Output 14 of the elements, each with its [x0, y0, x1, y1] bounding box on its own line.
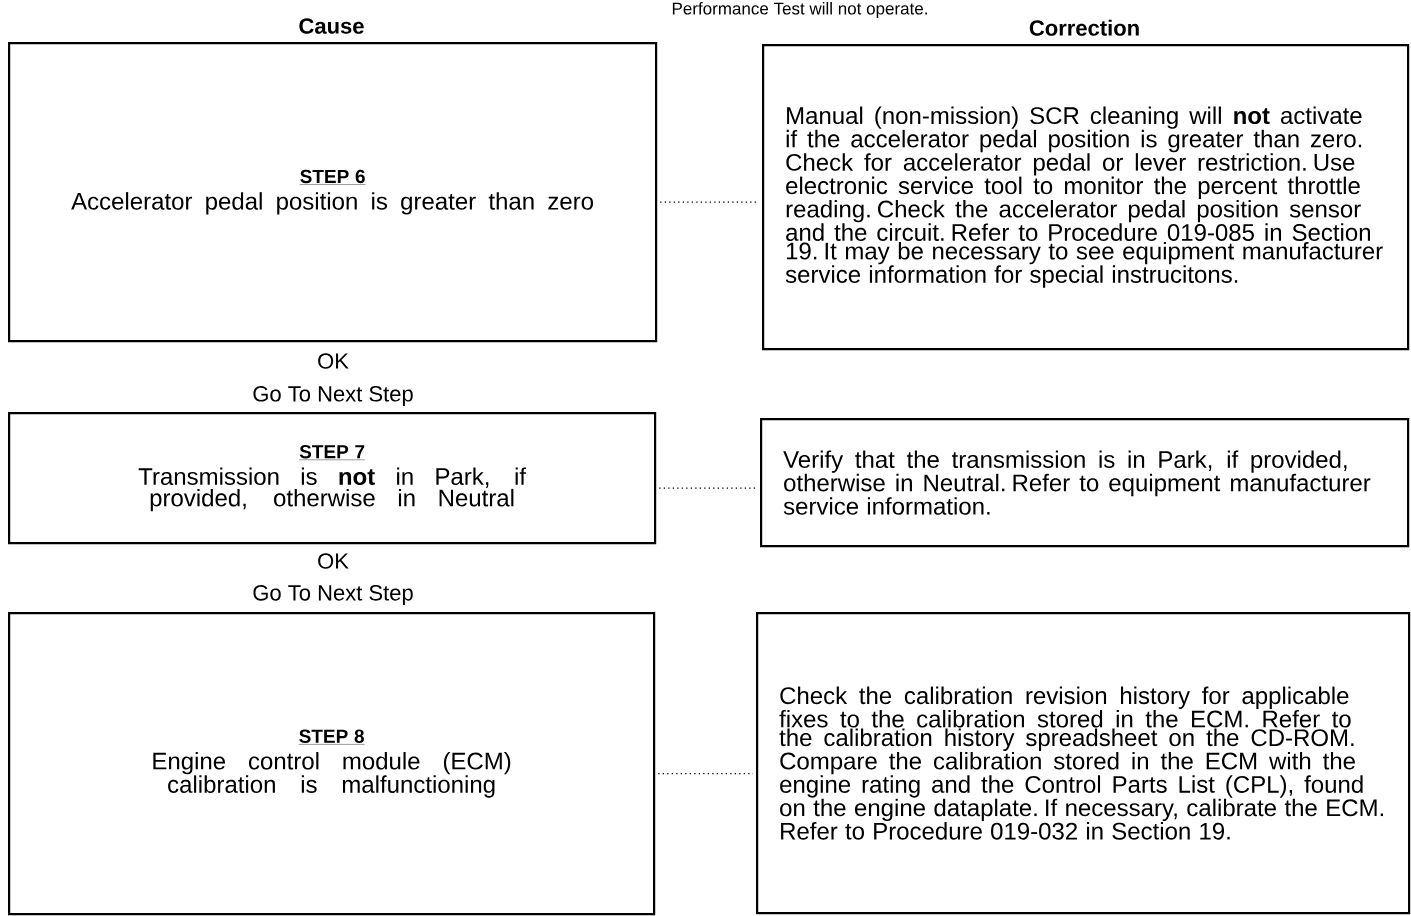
step-note: OK	[318, 553, 349, 569]
correction-box: Verify that the transmission is in Park, if provided, otherwise in Neutral. Refer to equipment manufacturer service information.	[760, 418, 1410, 548]
correction-box: Check the calibration revision history for applicable fixes to the calibration stored in the ECM. Refer to the calibration history spreadsheet on the CD-ROM. Compare the calibration stored in the ECM with the engine rating and the Control Parts List (CPL), found on the engine dataplate. If necessary, calibrate the ECM. Refer to Procedure 019-032 in Section 19.	[756, 612, 1411, 915]
step-note: Go To Next Step	[253, 585, 413, 605]
cause-box: STEP 8 Engine control module (ECM) calibration is malfunctioning	[8, 612, 656, 916]
correction-box: Manual (non-mission) SCR cleaning will not activate if the accelerator pedal position is greater than zero. Check for accelerator pedal or lever restriction. Use electronic service tool to monitor the percent throttle reading. Check the accelerator pedal position sensor and the circuit. Refer to Procedure 019-085 in Section 19. It may be necessary to see equipment manufacturer service information for special instrucitons.	[762, 44, 1410, 351]
dotted-connector	[658, 487, 758, 489]
cause-box: STEP 6 Accelerator pedal position is greater than zero	[8, 42, 658, 343]
cause-box: STEP 7 Transmission is not in Park, if provided, otherwise in Neutral	[8, 412, 657, 545]
step-note: OK	[318, 353, 349, 369]
step-note: Go To Next Step	[253, 386, 413, 406]
column-heading: Cause	[299, 18, 364, 34]
column-heading: Correction	[1029, 19, 1139, 36]
page-heading: Performance Test will not operate.	[672, 2, 927, 18]
